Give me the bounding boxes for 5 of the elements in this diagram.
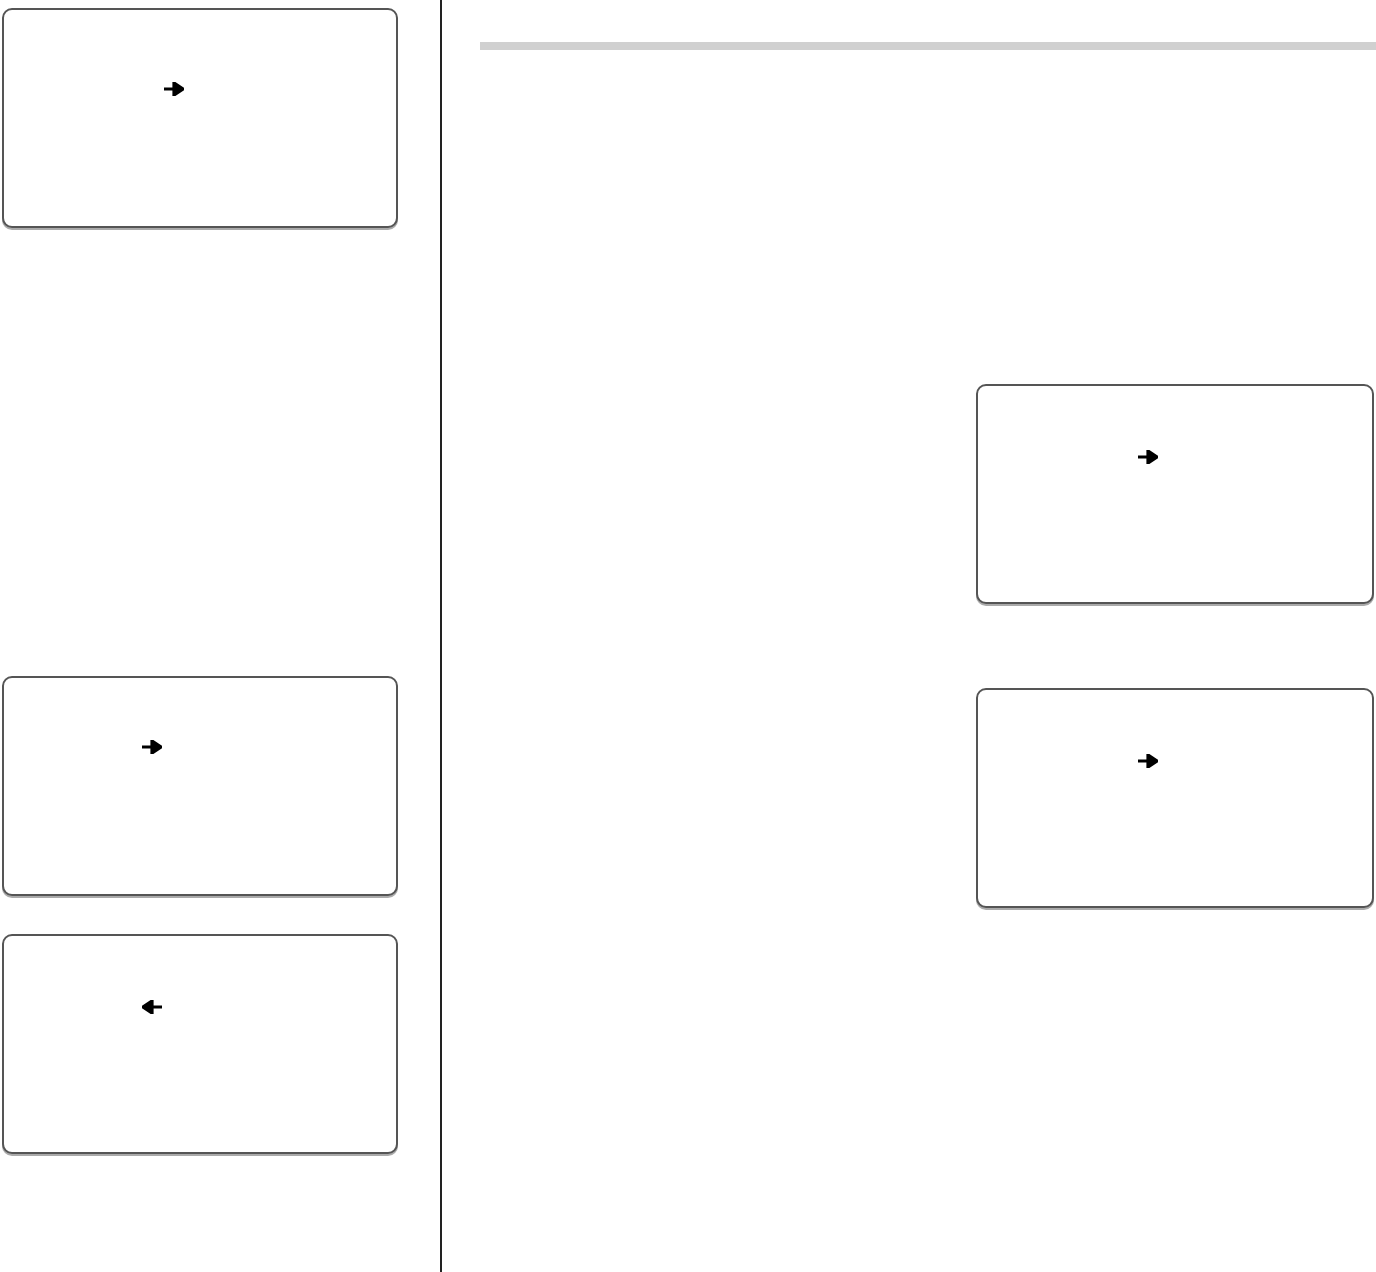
empty-box <box>2 8 398 228</box>
empty-box <box>2 676 398 896</box>
empty-box <box>2 934 398 1154</box>
empty-box <box>976 688 1374 908</box>
empty-box <box>976 384 1374 604</box>
